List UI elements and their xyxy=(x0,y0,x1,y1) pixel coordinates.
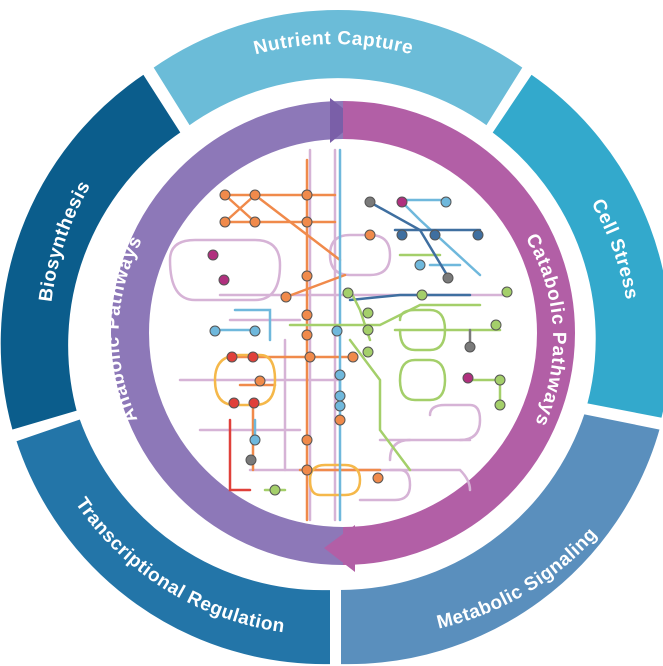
pathway-line xyxy=(373,203,452,282)
metabolite-node xyxy=(219,189,231,201)
metabolite-node xyxy=(301,464,313,476)
metabolite-node xyxy=(362,307,374,319)
metabolite-node xyxy=(280,291,292,303)
metabolite-node xyxy=(301,216,313,228)
metabolic-nodes xyxy=(207,189,513,496)
metabolite-node xyxy=(334,369,346,381)
metabolite-node xyxy=(301,270,313,282)
pathway-line xyxy=(284,273,347,299)
pathway-line xyxy=(398,358,447,402)
metabolite-node xyxy=(442,272,454,284)
metabolite-node xyxy=(247,351,259,363)
metabolite-node xyxy=(254,375,266,387)
pathway-line xyxy=(388,468,472,492)
metabolite-node xyxy=(219,216,231,228)
metabolite-node xyxy=(249,216,261,228)
segment-transcriptional-regulation xyxy=(11,414,334,666)
metabolite-node xyxy=(362,346,374,358)
metabolite-node xyxy=(248,397,260,409)
metabolite-node xyxy=(347,351,359,363)
pathway-line xyxy=(308,463,362,497)
metabolite-node xyxy=(472,229,484,241)
metabolite-node xyxy=(342,287,354,299)
metabolite-node xyxy=(364,229,376,241)
segment-metabolic-signaling xyxy=(337,409,663,666)
metabolite-node xyxy=(462,372,474,384)
catabolic-arc xyxy=(342,101,575,565)
metabolite-node xyxy=(245,454,257,466)
metabolite-node xyxy=(228,397,240,409)
metabolite-node xyxy=(226,351,238,363)
metabolite-node xyxy=(334,390,346,402)
pathway-line xyxy=(253,193,342,262)
metabolite-node xyxy=(396,196,408,208)
metabolite-node xyxy=(249,434,261,446)
pathway-line xyxy=(398,308,447,352)
outer-ring xyxy=(0,6,663,666)
metabolite-node xyxy=(301,329,313,341)
anabolic-arc xyxy=(111,101,344,565)
segment-nutrient-capture xyxy=(148,6,528,131)
metabolite-node xyxy=(249,189,261,201)
segment-cell-stress xyxy=(487,69,663,423)
metabolite-node xyxy=(490,319,502,331)
metabolite-node xyxy=(301,434,313,446)
metabolite-node xyxy=(494,374,506,386)
metabolite-node xyxy=(416,289,428,301)
segment-biosynthesis xyxy=(0,69,186,435)
metabolite-node xyxy=(372,472,384,484)
metabolite-node xyxy=(429,229,441,241)
metabolite-node xyxy=(207,249,219,261)
metabolite-node xyxy=(269,484,281,496)
metabolite-node xyxy=(494,399,506,411)
metabolite-node xyxy=(364,196,376,208)
metabolite-node xyxy=(362,324,374,336)
metabolite-node xyxy=(334,414,346,426)
metabolite-node xyxy=(464,341,476,353)
pathway-line xyxy=(168,238,282,302)
pathway-line xyxy=(228,418,252,492)
pathway-line xyxy=(348,293,472,302)
metabolite-node xyxy=(249,325,261,337)
pathway-line xyxy=(213,308,272,342)
pathway-line xyxy=(428,403,482,442)
metabolite-node xyxy=(501,286,513,298)
inner-disc xyxy=(82,85,582,585)
metabolite-node xyxy=(301,309,313,321)
metabolite-node xyxy=(218,274,230,286)
pathway-line xyxy=(388,438,412,462)
metabolite-node xyxy=(209,325,221,337)
pathway-line xyxy=(348,338,412,472)
metabolite-node xyxy=(331,325,343,337)
catabolic-arrow-head xyxy=(324,525,355,572)
metabolite-node xyxy=(304,351,316,363)
pathway-line xyxy=(223,193,337,224)
metabolite-node xyxy=(414,259,426,271)
metabolite-node xyxy=(301,189,313,201)
metabolite-node xyxy=(334,400,346,412)
metabolite-node xyxy=(440,196,452,208)
metabolite-node xyxy=(396,229,408,241)
